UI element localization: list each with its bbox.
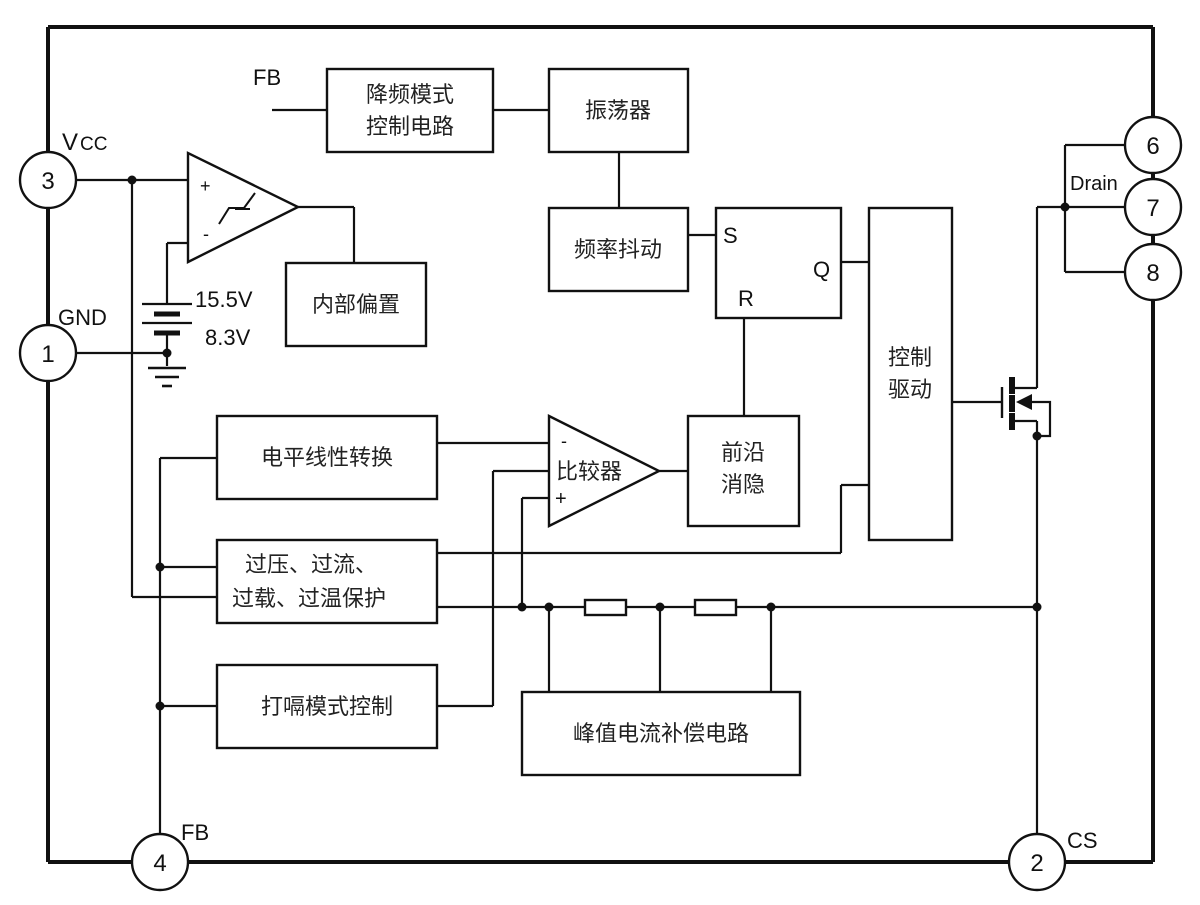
pin-2: 2 [1007, 832, 1067, 892]
resistor-2 [693, 598, 738, 617]
pin-1: 1 [18, 323, 78, 383]
svg-text:3: 3 [41, 168, 54, 195]
pin-7: 7 [1123, 177, 1183, 237]
block-internal-bias: 内部偏置 [284, 261, 428, 348]
wires [76, 108, 1126, 833]
fb-pin-label: FB [181, 820, 209, 845]
latch-q: Q [813, 257, 830, 282]
svg-text:内部偏置: 内部偏置 [312, 293, 400, 318]
svg-text:2: 2 [1030, 850, 1043, 877]
drain-label: Drain [1070, 173, 1118, 195]
mosfet-icon [1000, 377, 1052, 438]
svg-text:频率抖动: 频率抖动 [574, 238, 662, 263]
vcc-label-cc: CC [80, 134, 107, 155]
pwm-comparator: - + 比较器 [547, 414, 662, 528]
sr-latch: S R Q [714, 206, 843, 320]
svg-text:1: 1 [41, 341, 54, 368]
voltage-low-label: 8.3V [205, 325, 251, 350]
uvlo-comparator: + - [186, 151, 301, 264]
junction-dots [127, 175, 1070, 711]
battery-reference-icon [142, 302, 192, 336]
svg-text:峰值电流补偿电路: 峰值电流补偿电路 [573, 722, 749, 747]
block-oscillator: 振荡器 [547, 67, 690, 154]
vcc-label-v: V [62, 129, 78, 156]
block-freq-jitter: 频率抖动 [547, 206, 690, 293]
pin-3: 3 [18, 150, 78, 210]
svg-text:7: 7 [1146, 195, 1159, 222]
svg-text:控制: 控制 [888, 346, 932, 371]
svg-text:降频模式: 降频模式 [366, 83, 454, 108]
svg-text:打嗝模式控制: 打嗝模式控制 [261, 695, 393, 720]
svg-text:过载、过温保护: 过载、过温保护 [232, 587, 386, 612]
uvlo-plus: + [200, 176, 211, 196]
latch-r: R [738, 286, 754, 311]
resistor-1 [583, 598, 628, 617]
svg-text:消隐: 消隐 [721, 473, 765, 498]
block-peak-current-comp: 峰值电流补偿电路 [520, 690, 802, 777]
svg-text:过压、过流、: 过压、过流、 [245, 553, 377, 578]
comparator-label: 比较器 [556, 460, 622, 485]
pin-6: 6 [1123, 115, 1183, 175]
voltage-high-label: 15.5V [195, 287, 253, 312]
ground-icon [148, 366, 186, 388]
block-control-drive: 控制 驱动 [867, 206, 954, 542]
svg-text:控制电路: 控制电路 [366, 115, 454, 140]
svg-text:振荡器: 振荡器 [585, 99, 651, 124]
svg-text:驱动: 驱动 [888, 378, 932, 403]
svg-text:前沿: 前沿 [721, 441, 765, 466]
block-freq-reduction: 降频模式 控制电路 [325, 67, 495, 154]
comparator-plus: + [555, 488, 567, 510]
block-burst-mode: 打嗝模式控制 [215, 663, 439, 750]
pin-4: 4 [130, 832, 190, 892]
svg-text:4: 4 [153, 850, 166, 877]
block-level-shift: 电平线性转换 [215, 414, 439, 501]
comparator-minus: - [561, 431, 567, 451]
latch-s: S [723, 223, 738, 248]
block-leading-edge-blanking: 前沿 消隐 [686, 414, 801, 528]
cs-pin-label: CS [1067, 828, 1098, 853]
svg-text:8: 8 [1146, 260, 1159, 287]
svg-text:6: 6 [1146, 133, 1159, 160]
svg-text:电平线性转换: 电平线性转换 [261, 446, 393, 471]
pin-8: 8 [1123, 242, 1183, 302]
block-protection: 过压、过流、 过载、过温保护 [215, 538, 439, 625]
fb-input-label: FB [253, 65, 281, 90]
gnd-label: GND [58, 305, 107, 330]
uvlo-minus: - [203, 224, 209, 244]
